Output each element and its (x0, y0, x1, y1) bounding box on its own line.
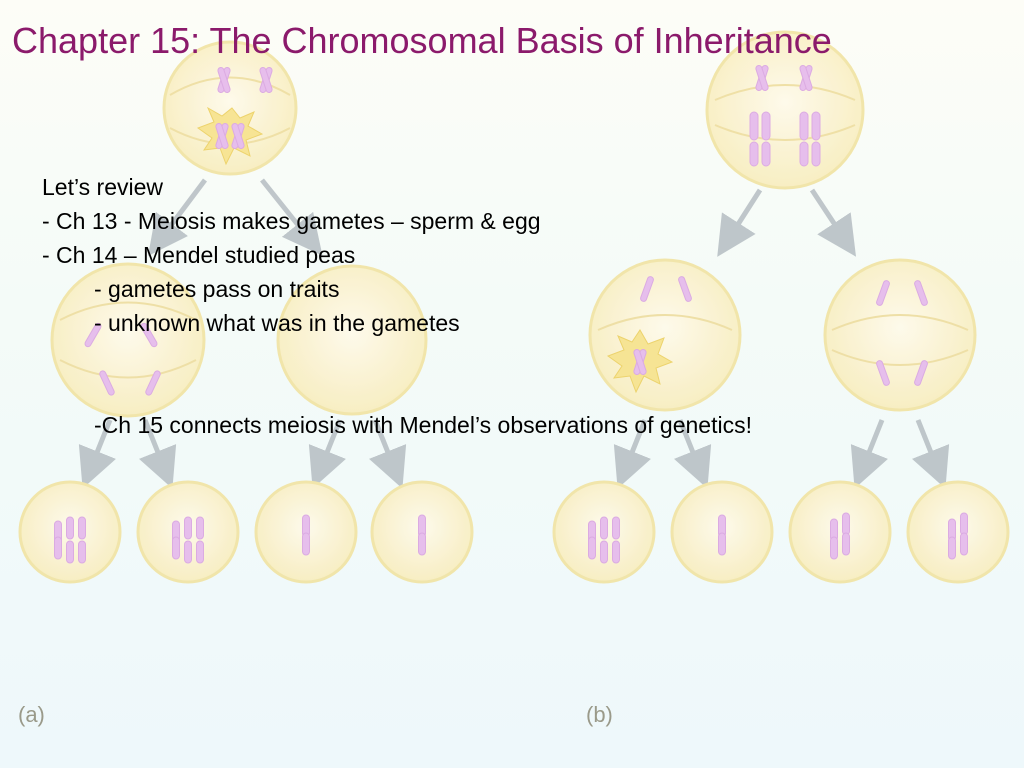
gametes-a (18, 480, 474, 584)
panel-b-label: (b) (586, 702, 613, 727)
panel-a (18, 40, 474, 584)
body-line-6: -Ch 15 connects meiosis with Mendel’s ob… (94, 412, 752, 438)
parent-cell-b (705, 30, 865, 190)
parent-cell-a (162, 40, 298, 176)
panel-a-label: (a) (18, 702, 45, 727)
body-line-1: Let’s review (42, 174, 164, 200)
body-line-5: - unknown what was in the gametes (94, 310, 460, 336)
gametes-b (552, 480, 1010, 584)
body-line-3: - Ch 14 – Mendel studied peas (42, 242, 356, 268)
slide-title: Chapter 15: The Chromosomal Basis of Inh… (12, 20, 832, 61)
body-line-4: - gametes pass on traits (94, 276, 340, 302)
body-line-2: - Ch 13 - Meiosis makes gametes – sperm … (42, 208, 541, 234)
panel-b (552, 30, 1010, 584)
